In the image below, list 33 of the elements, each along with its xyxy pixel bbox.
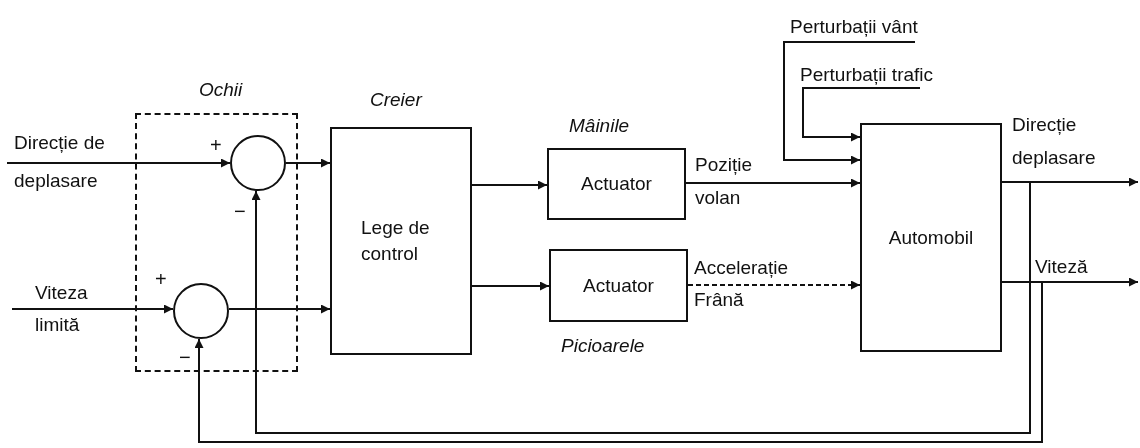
block-label: Actuator (581, 172, 652, 196)
arrow (285, 158, 331, 168)
arrow (471, 180, 548, 190)
sign-label: − (179, 347, 191, 367)
block-caption: Picioarele (561, 335, 645, 357)
arrow (228, 304, 331, 314)
signal-label: Direcție deplasare (1012, 113, 1097, 170)
arrow (194, 281, 1043, 443)
sign-label: − (234, 201, 246, 221)
signal-label: Poziție volan (695, 153, 754, 210)
signal-label: Direcție de deplasare (14, 131, 106, 193)
sign-label: + (210, 135, 222, 155)
arrow (687, 280, 861, 290)
signal-label: Accelerație Frână (694, 256, 789, 312)
block-label: Perturbații vânt (790, 16, 918, 37)
arrow (11, 304, 174, 314)
sign-label: + (155, 269, 167, 289)
arrow (6, 158, 231, 168)
block-caption: Mâinile (569, 115, 630, 137)
block-label: Actuator (583, 273, 654, 298)
signal-label: Viteză (1035, 255, 1089, 279)
block-caption: Creier (370, 89, 422, 111)
arrow (802, 87, 921, 142)
arrow (685, 178, 861, 188)
block-label: Automobil (888, 225, 974, 250)
block-label: Perturbații trafic (800, 64, 934, 85)
arrow (471, 281, 550, 291)
plant-block (860, 123, 1002, 352)
block-label: Lege de control (361, 216, 431, 266)
arrow (251, 181, 1031, 434)
signal-label: Viteza limită (35, 281, 89, 337)
arrow (783, 41, 916, 165)
block-caption: Ochii (199, 79, 243, 101)
